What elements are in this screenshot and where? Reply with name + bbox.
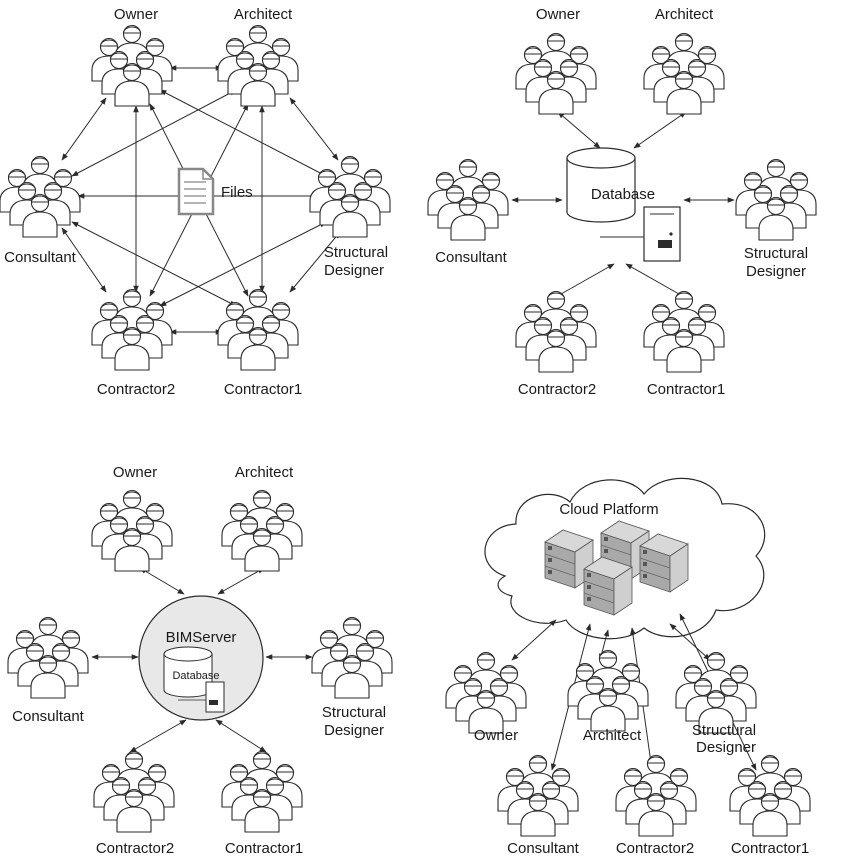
contractor2-label: Contractor2 (518, 381, 596, 398)
contractor2-group-icon (94, 752, 174, 833)
contractor1-label: Contractor1 (731, 840, 809, 857)
diagram-database: Database Owner Architect Consultant Stru… (428, 6, 816, 398)
contractor1-label: Contractor1 (647, 381, 725, 398)
bimserver-label: BIMServer (166, 629, 237, 646)
consultant-group-icon (8, 618, 88, 699)
consultant-group-icon (498, 756, 578, 837)
architect-group-icon (644, 34, 724, 115)
owner-label: Owner (113, 464, 157, 481)
consultant-group-icon (0, 157, 80, 238)
architect-label: Architect (234, 6, 293, 23)
owner-label: Owner (114, 6, 158, 23)
structural-label: Structural (744, 245, 808, 262)
contractor2-label: Contractor2 (96, 840, 174, 857)
consultant-group-icon (428, 160, 508, 241)
bimserver-database-label: Database (172, 670, 219, 682)
contractor2-label: Contractor2 (97, 381, 175, 398)
contractor2-group-icon (92, 290, 172, 371)
contractor1-group-icon (644, 292, 724, 373)
files-label: Files (221, 184, 253, 201)
contractor1-label: Contractor1 (224, 381, 302, 398)
file-document-icon (177, 167, 215, 216)
structural-label: Structural (324, 244, 388, 261)
consultant-label: Consultant (4, 249, 77, 266)
consultant-label: Consultant (12, 708, 85, 725)
designer-label: Designer (324, 262, 384, 279)
diagram-cloud: Cloud Platform Owner Architect Structura… (446, 477, 810, 857)
owner-label: Owner (536, 6, 580, 23)
cloud-platform-label: Cloud Platform (559, 501, 658, 518)
contractor1-group-icon (218, 290, 298, 371)
consultant-label: Consultant (507, 840, 580, 857)
structural-label: Structural (692, 722, 756, 739)
database-label: Database (591, 186, 655, 203)
server-tower-icon (600, 206, 681, 262)
architect-group-icon (218, 26, 298, 107)
designer-label: Designer (324, 722, 384, 739)
contractor2-group-icon (616, 756, 696, 837)
contractor1-group-icon (222, 752, 302, 833)
structural-label: Structural (322, 704, 386, 721)
consultant-label: Consultant (435, 249, 508, 266)
database-cylinder-icon (566, 147, 636, 223)
owner-label: Owner (474, 727, 518, 744)
structural-designer-group-icon (676, 653, 756, 734)
diagram-bimserver: BIMServer Database Owner Architect Consu… (8, 464, 392, 857)
bimserver-database-icon (163, 646, 225, 713)
architect-group-icon (222, 491, 302, 572)
database-connections (511, 111, 735, 299)
diagram-files: Files Owner Architect Consultant Structu… (0, 6, 390, 398)
structural-designer-group-icon (736, 160, 816, 241)
contractor2-group-icon (516, 292, 596, 373)
architect-label: Architect (583, 727, 642, 744)
architect-label: Architect (655, 6, 714, 23)
designer-label: Designer (696, 739, 756, 756)
contractor1-group-icon (730, 756, 810, 837)
contractor1-label: Contractor1 (225, 840, 303, 857)
structural-designer-group-icon (310, 157, 390, 238)
files-connections (61, 65, 341, 335)
architect-label: Architect (235, 464, 294, 481)
owner-group-icon (446, 653, 526, 734)
owner-group-icon (516, 34, 596, 115)
designer-label: Designer (746, 263, 806, 280)
owner-group-icon (92, 26, 172, 107)
owner-group-icon (92, 491, 172, 572)
contractor2-label: Contractor2 (616, 840, 694, 857)
structural-designer-group-icon (312, 618, 392, 699)
bimserver-connections (91, 567, 313, 753)
